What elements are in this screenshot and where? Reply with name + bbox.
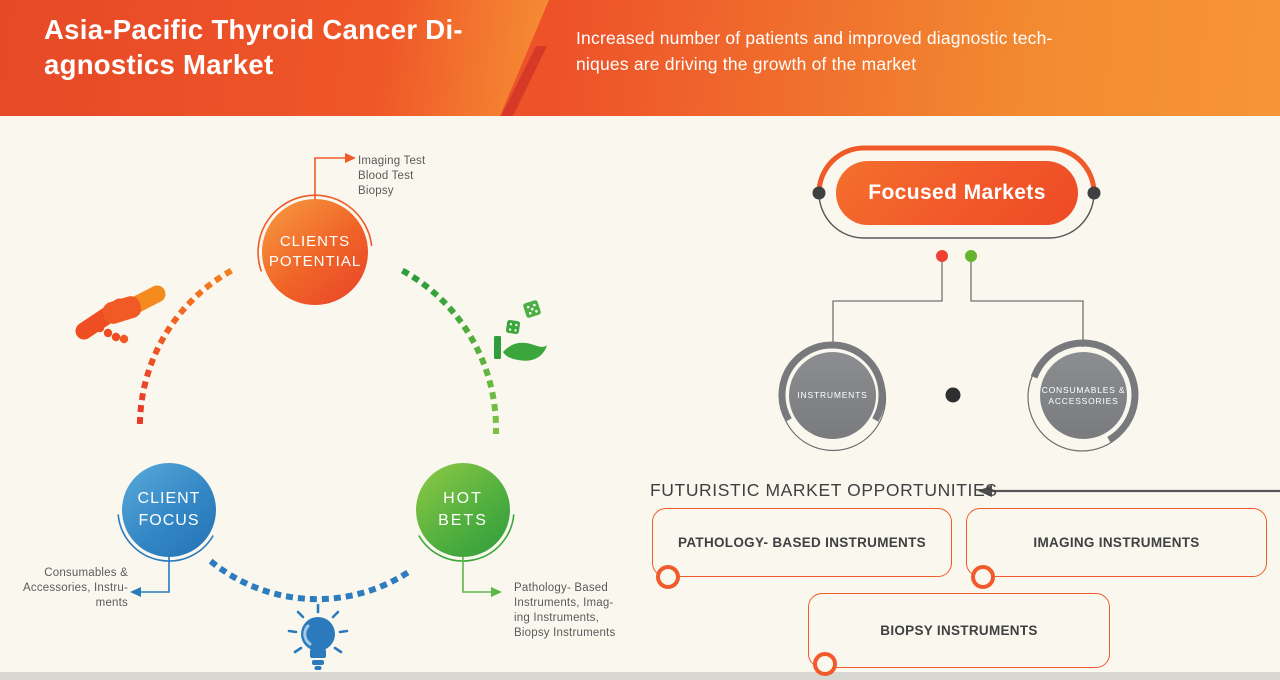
header-diagonal-panel: [500, 0, 1280, 116]
dotted-arc-blue: [208, 558, 412, 603]
focused-markets-title: Focused Markets: [868, 181, 1046, 204]
box-imaging-instruments: IMAGING INSTRUMENTS: [966, 508, 1267, 577]
arrow-left-icon: [130, 587, 141, 597]
callout-line: Instruments, Imag-: [514, 597, 614, 609]
branch-instruments: INSTRUMENTS: [789, 352, 876, 439]
callout-line-clients-potential: [314, 153, 356, 199]
box-label: IMAGING INSTRUMENTS: [1033, 535, 1200, 550]
arrow-right-icon: [491, 587, 502, 597]
dotted-arc-orange: [136, 267, 234, 425]
node-label-line: FOCUS: [138, 512, 200, 529]
branch-label-line: ACCESSORIES: [1048, 395, 1119, 406]
branch-label-line: INSTRUMENTS: [797, 390, 868, 400]
box-corner-ring-icon: [656, 565, 680, 589]
callout-line-client-focus: [130, 557, 170, 597]
page-title: Asia-Pacific Thyroid Cancer Di- agnostic…: [44, 12, 463, 82]
callout-line: Biopsy: [358, 185, 394, 197]
callout-line: Accessories, Instru-: [23, 582, 128, 594]
opportunities-arrow: [978, 485, 1280, 497]
node-hot-bets: HOT BETS: [416, 463, 510, 557]
red-node-dot: [936, 250, 948, 262]
ring-right-dot: [1087, 186, 1101, 200]
callout-line-hot-bets: [462, 557, 502, 597]
page-title-line1: Asia-Pacific Thyroid Cancer Di-: [44, 14, 463, 45]
page-title-line2: agnostics Market: [44, 49, 274, 80]
callout-line: Consumables &: [44, 567, 128, 579]
page-subtitle: Increased number of patients and improve…: [576, 25, 1236, 77]
handshake-icon: [75, 285, 166, 344]
node-label-line: BETS: [438, 512, 488, 529]
callout-line: Biopsy Instruments: [514, 627, 616, 639]
dotted-arc-green: [400, 267, 500, 435]
callout-line: Blood Test: [358, 170, 414, 182]
callout-line: Pathology- Based: [514, 582, 608, 594]
box-pathology-based-instruments: PATHOLOGY- BASED INSTRUMENTS: [652, 508, 952, 577]
callout-line: Imaging Test: [358, 155, 426, 167]
branch-consumables-accessories: CONSUMABLES & ACCESSORIES: [1040, 352, 1127, 439]
box-corner-ring-icon: [971, 565, 995, 589]
callout-line: ments: [95, 597, 128, 609]
box-biopsy-instruments: BIOPSY INSTRUMENTS: [808, 593, 1110, 668]
branch-label-line: CONSUMABLES &: [1041, 384, 1126, 395]
box-label: BIOPSY INSTRUMENTS: [880, 623, 1038, 638]
opportunities-heading: FUTURISTIC MARKET OPPORTUNITIES: [650, 480, 998, 500]
ring-left-dot: [812, 186, 826, 200]
callout-line: ing Instruments,: [514, 612, 600, 624]
callout-hot-bets: Pathology- Based Instruments, Imag- ing …: [514, 581, 654, 641]
page-subtitle-line2: niques are driving the growth of the mar…: [576, 54, 917, 74]
node-label-line: POTENTIAL: [268, 253, 362, 270]
header-banner: Asia-Pacific Thyroid Cancer Di- agnostic…: [0, 0, 1280, 116]
page-subtitle-line1: Increased number of patients and improve…: [576, 28, 1053, 48]
box-corner-ring-icon: [813, 652, 837, 676]
node-clients-potential: CLIENTS POTENTIAL: [262, 199, 368, 305]
node-label-line: HOT: [443, 490, 483, 507]
box-label: PATHOLOGY- BASED INSTRUMENTS: [678, 535, 926, 550]
dice-hand-icon: [494, 300, 547, 361]
node-label-line: CLIENT: [137, 490, 201, 507]
bottom-strip: [0, 672, 1280, 680]
lightbulb-icon: [287, 603, 349, 670]
green-node-dot: [965, 250, 977, 262]
node-label-line: CLIENTS: [279, 233, 351, 250]
callout-clients-potential: Imaging Test Blood Test Biopsy: [358, 154, 478, 199]
callout-client-focus: Consumables & Accessories, Instru- ments: [14, 566, 128, 611]
node-client-focus: CLIENT FOCUS: [122, 463, 216, 557]
focused-markets-pill: Focused Markets: [836, 161, 1078, 225]
center-dot: [945, 387, 961, 403]
arrow-right-icon: [345, 153, 356, 163]
